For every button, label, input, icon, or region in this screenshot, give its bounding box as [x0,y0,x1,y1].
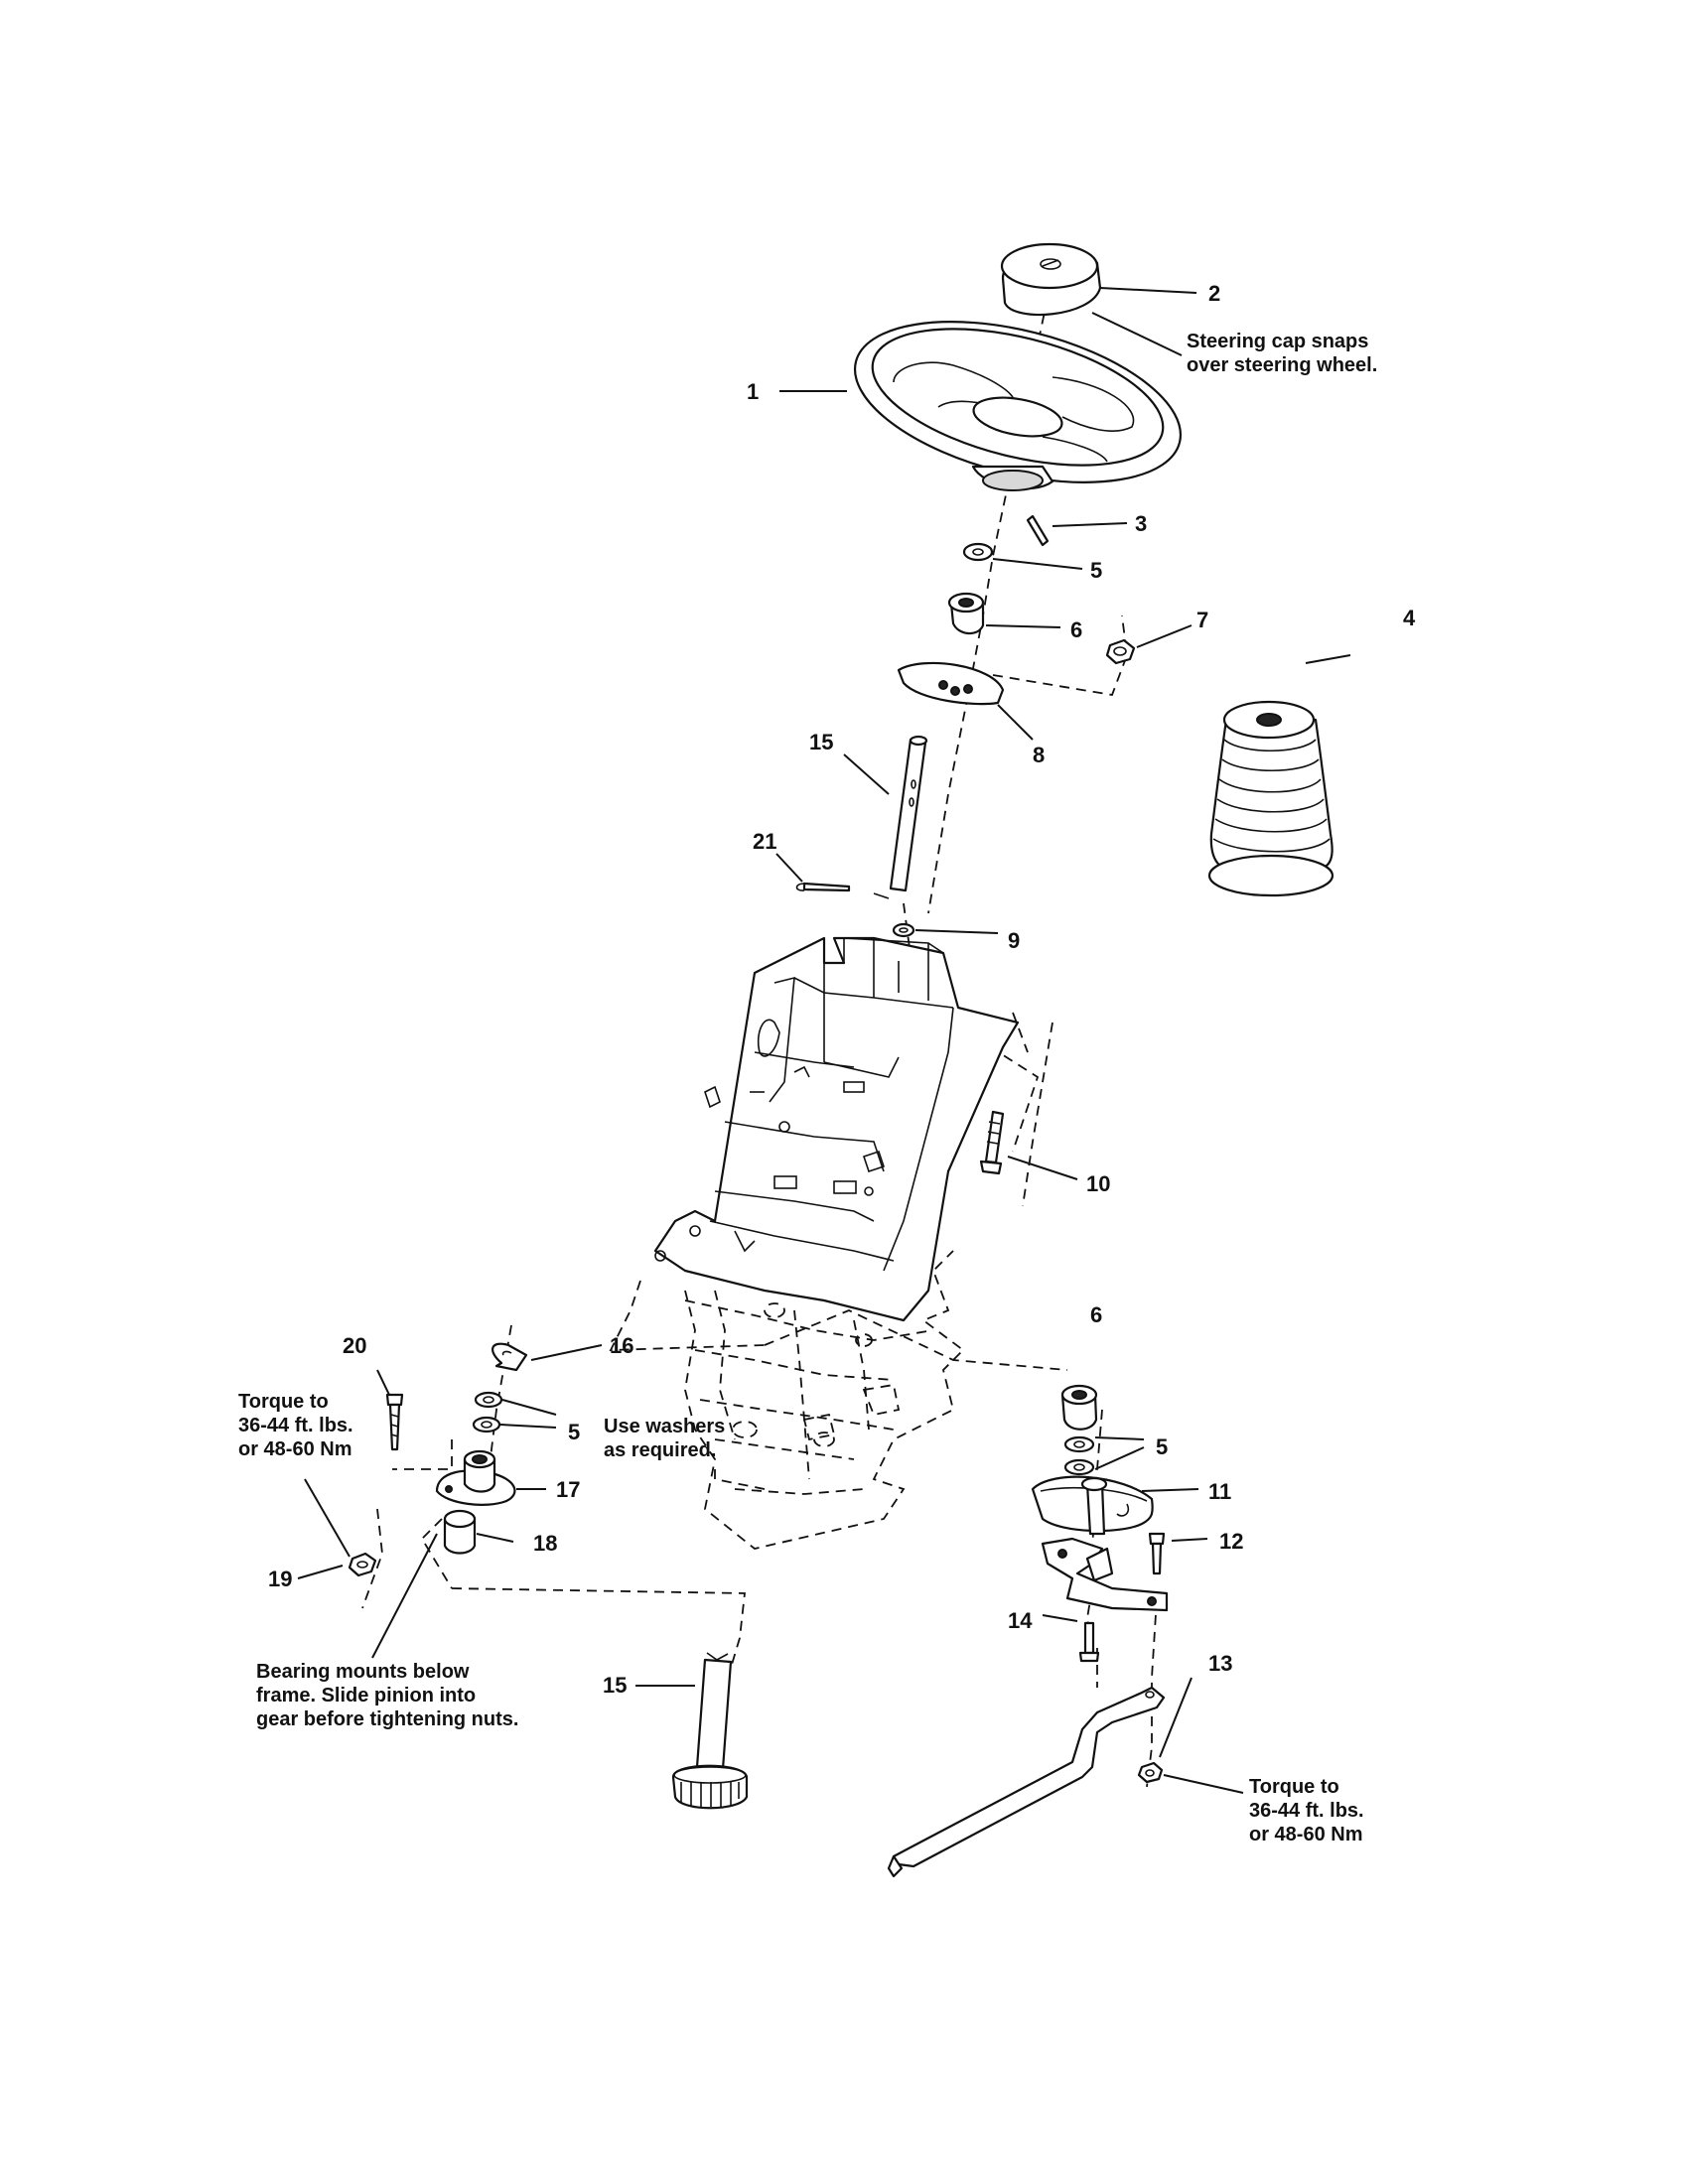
note-torque-left: Torque to 36-44 ft. lbs. or 48-60 Nm [238,1391,358,1460]
bolt-14-part [1078,1621,1100,1663]
bushing-right-part [1060,1384,1098,1431]
washer-top-part [962,542,994,562]
callout-14: 14 [1008,1608,1033,1633]
callout-12: 12 [1219,1529,1243,1554]
roll-pin-part [1026,514,1050,547]
washer-9-part [892,922,915,938]
bushing-18-part [443,1509,477,1555]
note-use-washers: Use washers as required. [604,1416,731,1461]
e-clip-part [491,1342,528,1372]
callout-20: 20 [343,1333,366,1358]
washers-right-part [1063,1435,1095,1476]
note-steering-cap: Steering cap snaps over steering wheel. [1187,331,1377,376]
callout-9: 9 [1008,928,1020,953]
steering-cap-part [1000,242,1102,317]
callout-6-right: 6 [1090,1302,1102,1327]
cotter-pin-part [795,882,851,892]
callout-6-top: 6 [1070,617,1082,642]
steering-bracket-plate-part [897,661,1005,706]
assembly-notes: Steering cap snaps over steering wheel. … [238,331,1377,1845]
washers-left-part [472,1391,503,1433]
bolt-12-part [1148,1532,1166,1575]
callout-4: 4 [1403,606,1416,630]
callout-15-upper: 15 [809,730,833,754]
callout-19: 19 [268,1567,292,1591]
bolt-10-part [979,1110,1005,1175]
callout-3: 3 [1135,511,1147,536]
callout-17: 17 [556,1477,580,1502]
steering-boot-part [1207,700,1334,897]
callout-18: 18 [533,1531,557,1556]
callout-5-right: 5 [1156,1434,1168,1459]
bushing-top-part [947,592,985,635]
bolt-20-part [385,1393,404,1451]
callout-leader-lines [297,287,1351,1794]
pinion-shaft-lower-part [671,1652,749,1810]
note-bearing-mounts: Bearing mounts below frame. Slide pinion… [256,1661,518,1730]
callout-16: 16 [610,1333,633,1358]
callout-2: 2 [1208,281,1220,306]
callout-5-top: 5 [1090,558,1102,583]
callout-11: 11 [1208,1479,1231,1504]
note-torque-right: Torque to 36-44 ft. lbs. or 48-60 Nm [1249,1776,1369,1845]
callout-numbers: 1 2 3 4 5 6 7 8 15 21 9 10 20 16 5 17 18… [268,281,1416,1698]
steering-shaft-upper-part [873,735,928,899]
drag-link-part [887,1686,1166,1878]
callout-15-lower: 15 [603,1673,627,1698]
chassis-frame-dashed [684,1250,965,1550]
steering-wheel-part [853,321,1183,491]
callout-13: 13 [1208,1651,1232,1676]
nut-19-part [348,1552,377,1577]
nut-top-part [1105,638,1136,665]
callout-8: 8 [1033,743,1045,767]
callout-21: 21 [753,829,776,854]
sector-gear-part [1031,1475,1154,1536]
steering-support-frame [653,936,1020,1322]
callout-10: 10 [1086,1171,1110,1196]
callout-1: 1 [747,379,759,404]
flange-bearing-part [435,1449,516,1506]
steering-arm-plate-part [1041,1537,1169,1612]
callout-5-left: 5 [568,1420,580,1444]
nut-13-part [1137,1761,1164,1784]
callout-7: 7 [1196,608,1208,632]
